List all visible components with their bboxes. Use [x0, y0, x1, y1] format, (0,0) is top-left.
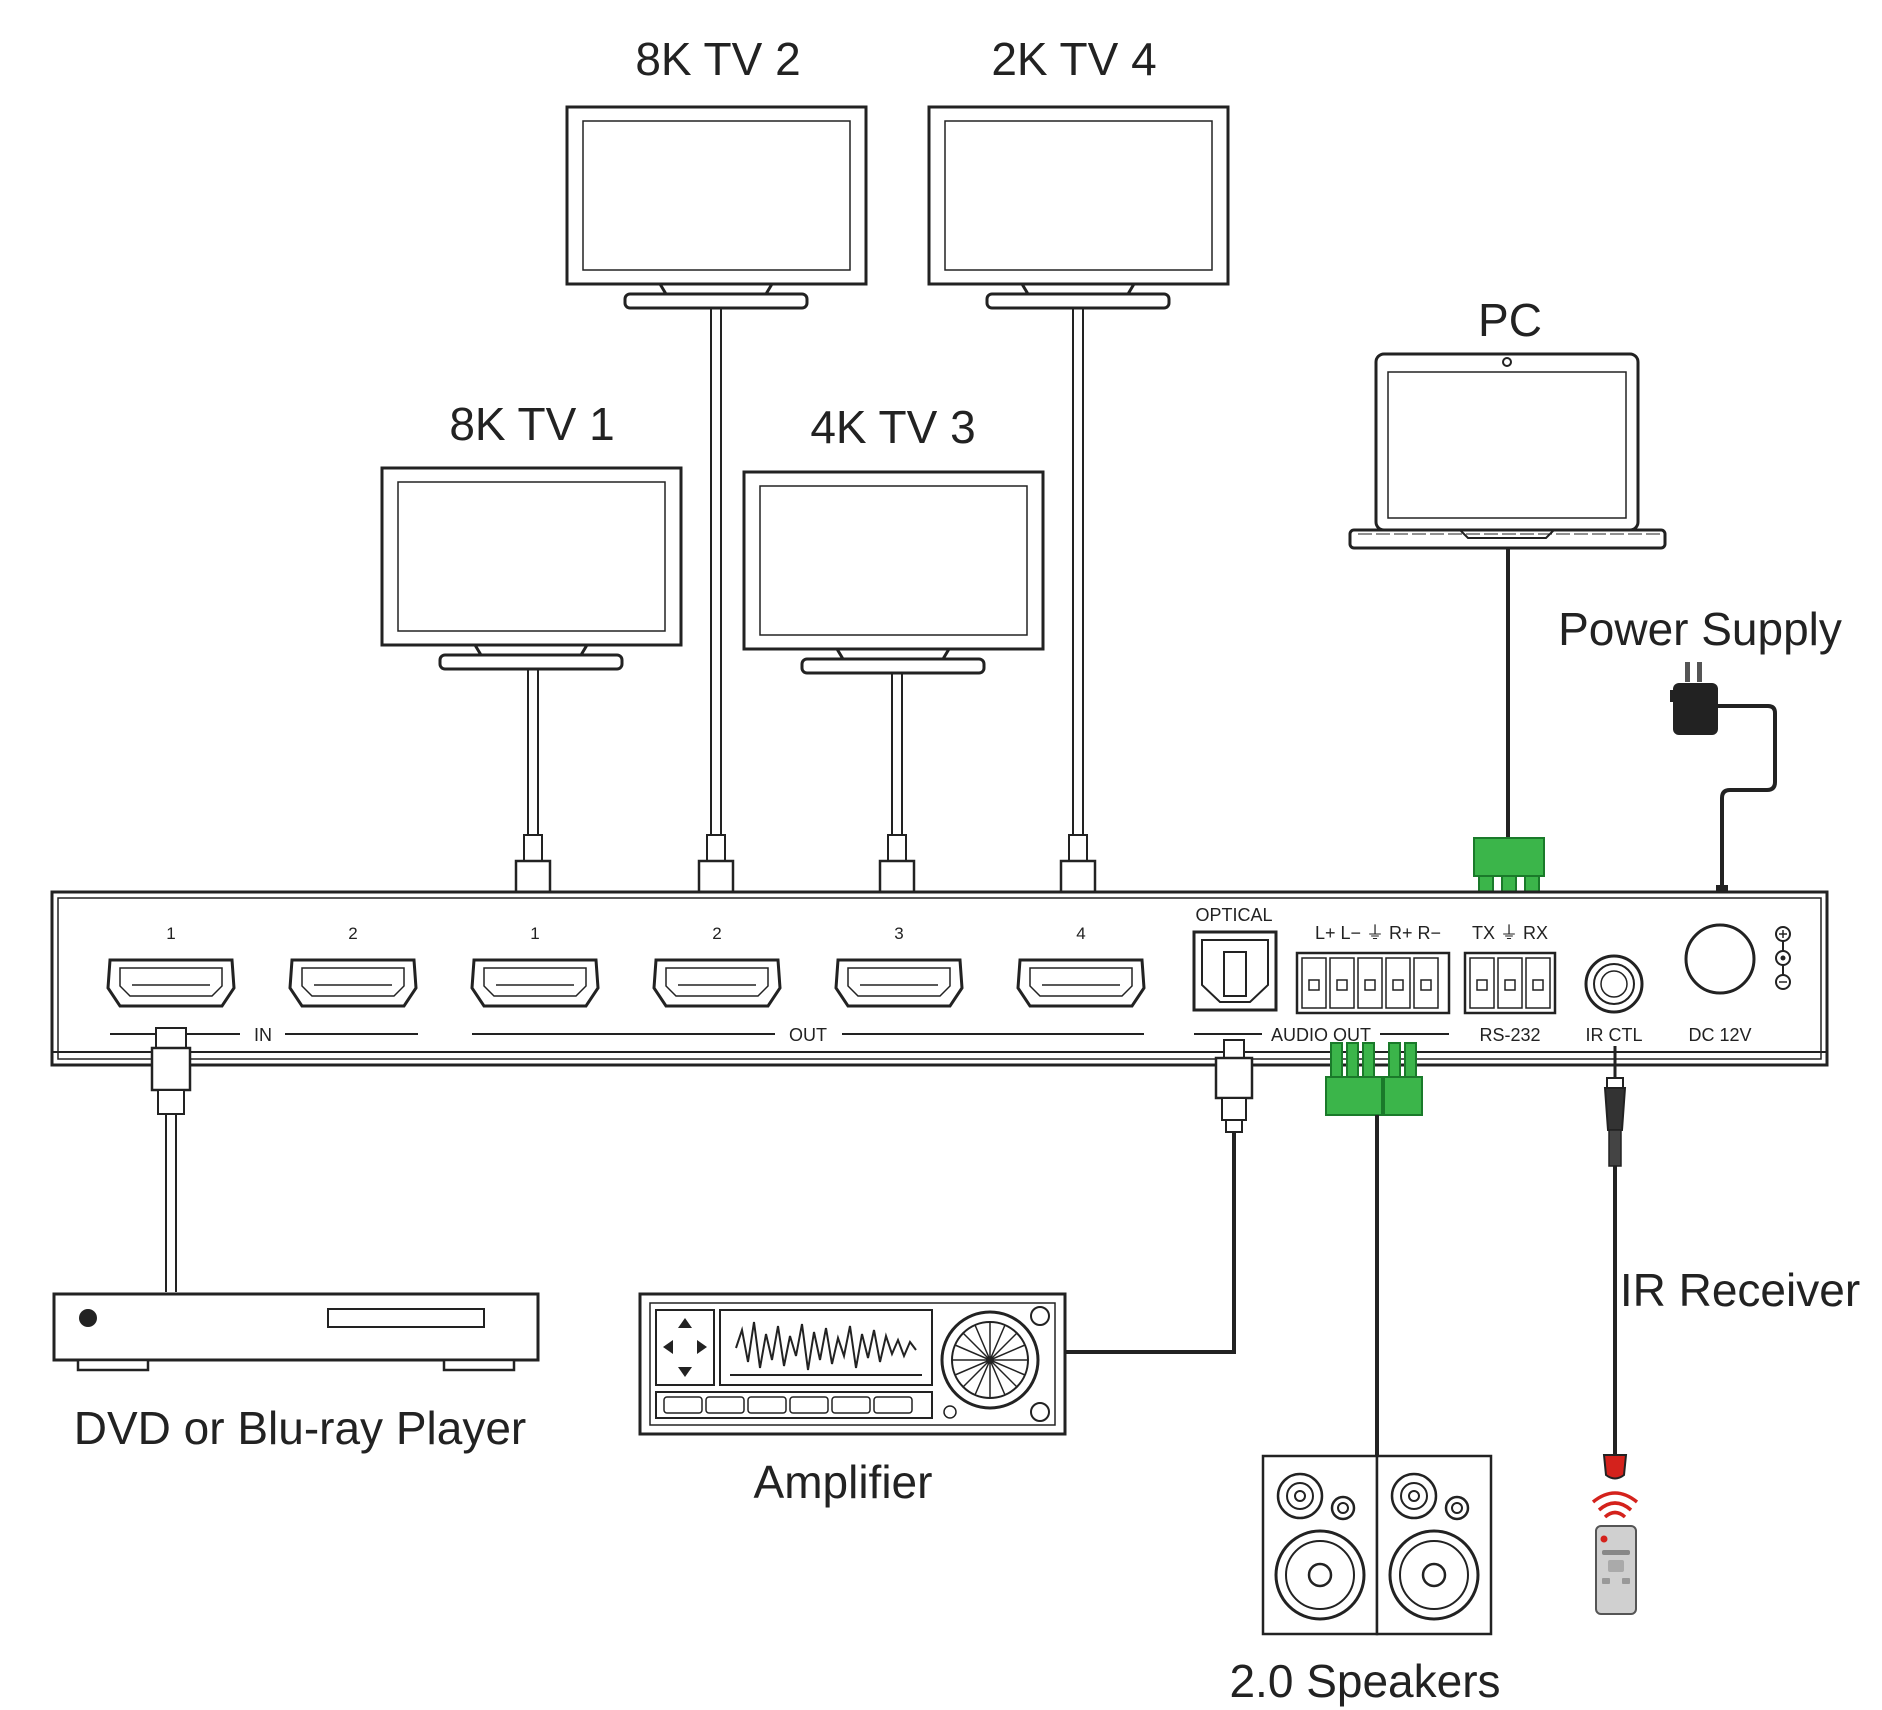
optical-plug	[1065, 1039, 1254, 1354]
tv4-icon	[927, 105, 1230, 310]
out-port-number-4: 4	[1076, 924, 1085, 943]
dvd-label: DVD or Blu-ray Player	[74, 1402, 526, 1454]
ir-receiver-label: IR Receiver	[1620, 1264, 1860, 1316]
rs232-label: RS-232	[1479, 1025, 1540, 1045]
power-adapter-icon	[1670, 662, 1777, 905]
tv4-label: 2K TV 4	[991, 33, 1156, 85]
dc-label: DC 12V	[1688, 1025, 1751, 1045]
out-label: OUT	[789, 1025, 827, 1045]
ir-plug-cable	[1602, 1046, 1628, 1480]
hdmi-out-port-2	[652, 958, 782, 1008]
ir-ctl-label: IR CTL	[1585, 1025, 1642, 1045]
hdmi-cable-tv4	[1072, 308, 1084, 835]
hdmi-in-port-2	[288, 958, 418, 1008]
hdmi-out-port-1	[470, 958, 600, 1008]
hdmi-cable-tv2	[710, 308, 722, 835]
amplifier-icon	[638, 1292, 1067, 1436]
pc-label: PC	[1478, 294, 1542, 346]
optical-label: OPTICAL	[1195, 905, 1272, 925]
hdmi-plug-in1	[150, 1027, 192, 1292]
speakers-label: 2.0 Speakers	[1229, 1655, 1500, 1707]
in-port-number-2: 2	[348, 924, 357, 943]
ir-ctl-jack	[1584, 954, 1644, 1014]
tv3-label: 4K TV 3	[810, 401, 975, 453]
dvd-player-icon	[52, 1292, 540, 1372]
laptop-icon	[1348, 352, 1667, 550]
dc-power-jack	[1684, 923, 1756, 995]
polarity-icon	[1775, 926, 1791, 990]
power-supply-label: Power Supply	[1558, 603, 1842, 655]
out-port-number-3: 3	[894, 924, 903, 943]
hdmi-out-port-3	[834, 958, 964, 1008]
tv3-icon	[742, 470, 1045, 675]
out-port-number-1: 1	[530, 924, 539, 943]
hdmi-cable-tv1	[527, 669, 539, 835]
in-port-number-1: 1	[166, 924, 175, 943]
in-label: IN	[254, 1025, 272, 1045]
rs232-terminal	[1463, 951, 1557, 1015]
hdmi-out-port-4	[1016, 958, 1146, 1008]
tv1-label: 8K TV 1	[449, 398, 614, 450]
amplifier-label: Amplifier	[754, 1456, 933, 1508]
hdmi-in-port-1	[106, 958, 236, 1008]
tv1-icon	[380, 466, 683, 671]
remote-control-icon	[1595, 1525, 1637, 1615]
audio-out-terminal	[1295, 951, 1451, 1015]
rs232-pins-label: TX ⏚ RX	[1472, 923, 1548, 943]
tv2-label: 8K TV 2	[635, 33, 800, 85]
out-port-number-2: 2	[712, 924, 721, 943]
optical-port	[1192, 930, 1278, 1012]
hdmi-cable-tv3	[891, 673, 903, 835]
audio-green-plug	[1325, 1042, 1423, 1456]
tv2-icon	[565, 105, 868, 310]
speakers-icon	[1261, 1454, 1493, 1636]
ir-signal-icon	[1591, 1491, 1639, 1519]
audio-pins-label: L+ L− ⏚ R+ R−	[1315, 923, 1441, 943]
audio-out-label: AUDIO OUT	[1271, 1025, 1371, 1045]
